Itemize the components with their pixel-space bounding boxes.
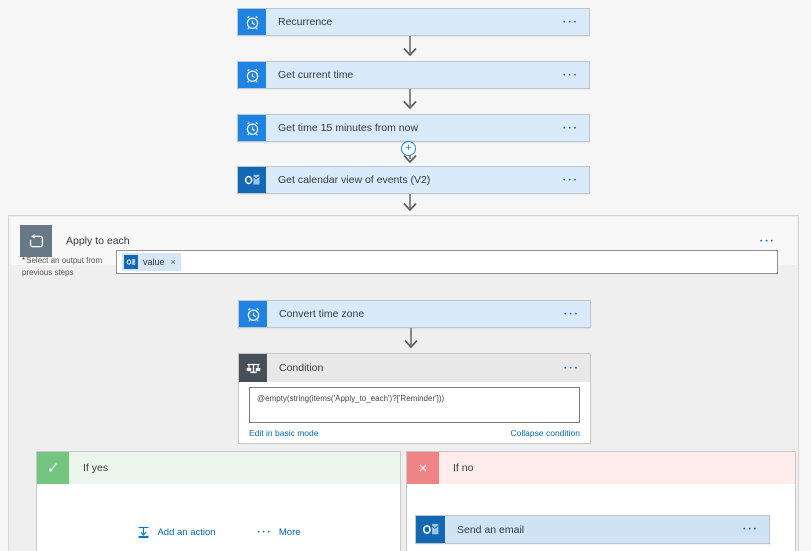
action-card-convert-time-zone[interactable]: Convert time zone ••• <box>238 300 591 328</box>
value-token[interactable]: value × <box>122 253 181 271</box>
check-icon: ✓ <box>37 452 69 484</box>
condition-block: Condition ••• @empty(string(items('Apply… <box>238 353 591 444</box>
token-remove-button[interactable]: × <box>170 257 176 267</box>
condition-menu-button[interactable]: ••• <box>564 364 580 372</box>
output-input[interactable]: value × <box>116 250 778 274</box>
condition-header[interactable]: Condition ••• <box>239 354 590 382</box>
outlook-icon <box>416 516 445 543</box>
collapse-condition-link[interactable]: Collapse condition <box>510 428 580 438</box>
output-field-label: *Select an output from previous steps <box>22 255 118 278</box>
action-card-recurrence[interactable]: Recurrence ••• <box>237 8 590 36</box>
action-card-get-calendar-view[interactable]: Get calendar view of events (V2) ••• <box>237 166 590 194</box>
clock-icon <box>239 301 267 327</box>
action-card-title: Recurrence <box>278 16 333 28</box>
if-no-header[interactable]: × If no <box>407 452 795 484</box>
card-menu-button[interactable]: ••• <box>563 124 579 132</box>
action-card-get-current-time[interactable]: Get current time ••• <box>237 61 590 89</box>
outlook-token-icon <box>124 255 138 269</box>
if-yes-header[interactable]: ✓ If yes <box>37 452 400 484</box>
if-yes-branch: ✓ If yes Add an action ••• More <box>36 451 401 551</box>
edit-basic-mode-link[interactable]: Edit in basic mode <box>249 428 319 438</box>
if-no-branch: × If no Send an email ••• <box>406 451 796 551</box>
apply-to-each-loop-icon <box>20 225 52 257</box>
condition-scale-icon <box>239 354 267 382</box>
action-card-get-time-15-minutes[interactable]: Get time 15 minutes from now ••• <box>237 114 590 142</box>
action-card-title: Send an email <box>457 523 525 536</box>
card-menu-button[interactable]: ••• <box>563 176 579 184</box>
add-an-action-link[interactable]: Add an action <box>157 527 216 538</box>
clock-icon <box>238 115 266 141</box>
card-menu-button[interactable]: ••• <box>564 310 580 318</box>
more-group: ••• More <box>258 527 301 538</box>
more-link[interactable]: More <box>278 527 301 538</box>
apply-to-each-menu-button[interactable]: ••• <box>760 237 776 245</box>
outlook-icon <box>238 167 266 193</box>
required-asterisk: * <box>22 256 26 265</box>
clock-icon <box>238 62 266 88</box>
action-card-send-an-email[interactable]: Send an email ••• <box>415 515 770 544</box>
condition-expression-input[interactable]: @empty(string(items('Apply_to_each')?['R… <box>249 387 580 423</box>
card-menu-button[interactable]: ••• <box>563 71 579 79</box>
apply-to-each-container: Apply to each ••• *Select an output from… <box>8 215 799 551</box>
token-label: value <box>143 257 165 267</box>
if-no-title: If no <box>453 462 474 474</box>
condition-links-row: Edit in basic mode Collapse condition <box>249 428 580 438</box>
action-card-title: Get time 15 minutes from now <box>278 122 419 134</box>
card-menu-button[interactable]: ••• <box>743 526 759 533</box>
more-dots-icon: ••• <box>257 529 273 536</box>
recurrence-clock-icon <box>238 9 266 35</box>
card-menu-button[interactable]: ••• <box>563 18 579 26</box>
insert-step-button[interactable]: + <box>401 141 416 156</box>
action-card-title: Convert time zone <box>279 308 365 320</box>
cross-icon: × <box>407 452 439 484</box>
action-card-title: Get calendar view of events (V2) <box>278 174 431 186</box>
if-yes-title: If yes <box>83 462 109 474</box>
condition-title: Condition <box>279 362 324 374</box>
apply-to-each-title: Apply to each <box>66 235 130 247</box>
if-yes-actions-row: Add an action ••• More <box>37 525 400 540</box>
output-field-label-text: Select an output from previous steps <box>22 256 103 277</box>
add-action-icon <box>136 525 151 540</box>
action-card-title: Get current time <box>278 69 354 81</box>
